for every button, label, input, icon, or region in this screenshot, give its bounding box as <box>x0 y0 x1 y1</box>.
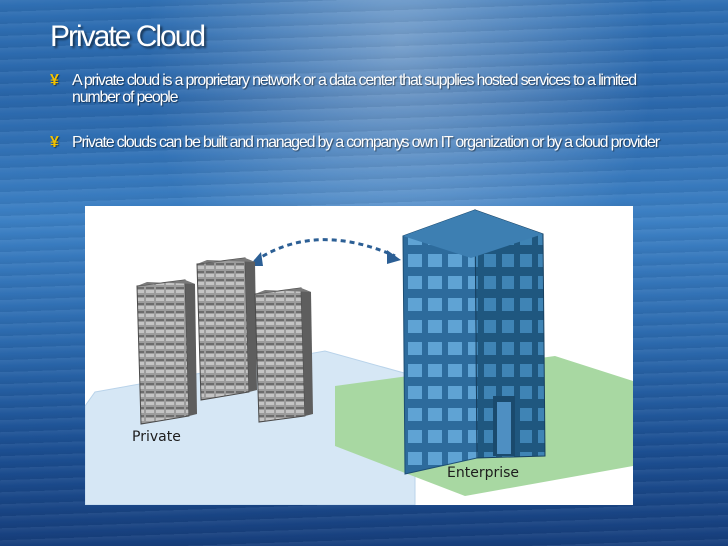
server-rack <box>137 280 197 424</box>
server-rack <box>197 258 257 400</box>
bullet-text: Private clouds can be built and managed … <box>72 134 659 151</box>
illustration-svg <box>85 206 633 505</box>
bullet-text: A private cloud is a proprietary network… <box>72 72 636 106</box>
enterprise-label: Enterprise <box>447 465 519 481</box>
slide-title: Private Cloud <box>50 20 204 54</box>
bullet-item: ¥ A private cloud is a proprietary netwo… <box>50 72 670 106</box>
bullet-item: ¥ Private clouds can be built and manage… <box>50 134 670 151</box>
bullet-list: ¥ A private cloud is a proprietary netwo… <box>50 72 670 151</box>
bullet-marker-icon: ¥ <box>50 72 58 89</box>
private-cloud-illustration: Private Enterprise <box>85 206 633 505</box>
server-rack <box>255 288 313 422</box>
bullet-marker-icon: ¥ <box>50 134 58 151</box>
enterprise-building <box>403 210 545 474</box>
private-label: Private <box>132 429 181 445</box>
connection-arrow <box>255 240 395 261</box>
